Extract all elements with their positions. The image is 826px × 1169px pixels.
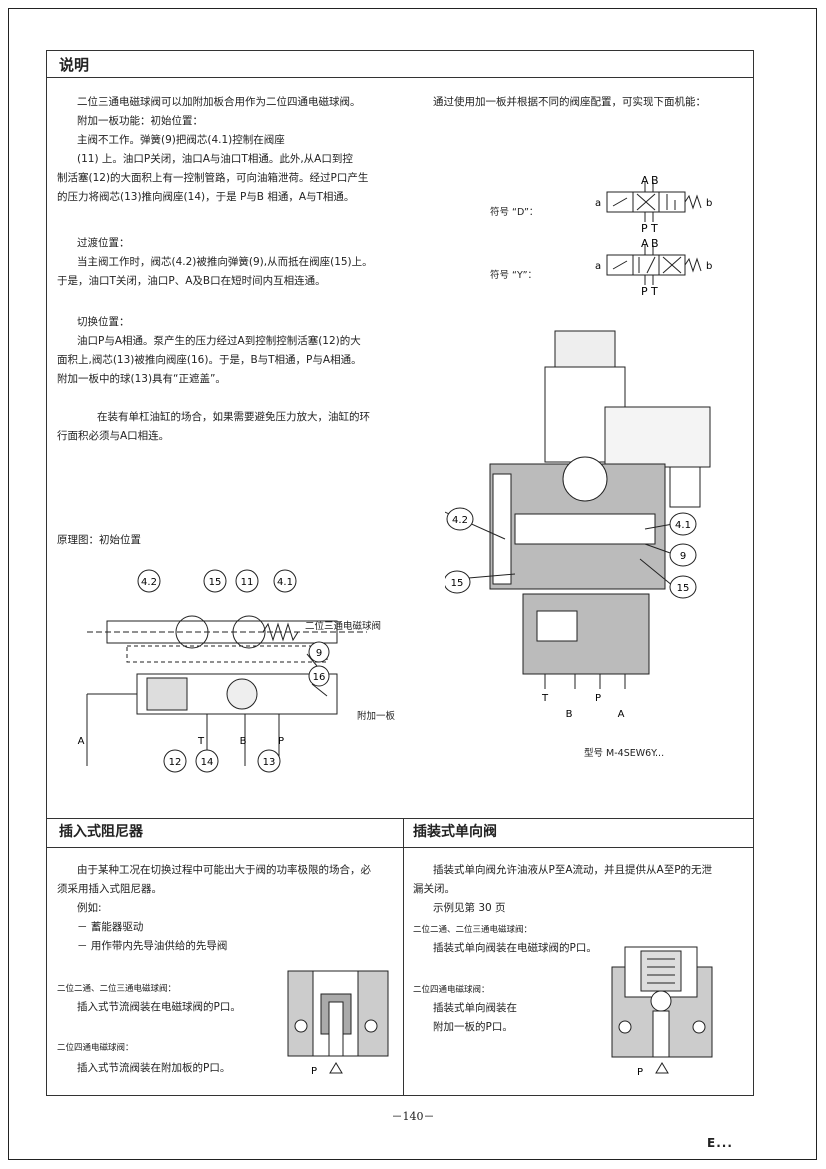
port-label: B <box>566 709 573 720</box>
callout-label: 15 <box>209 577 222 588</box>
text-line: 漏关闭。 <box>413 883 455 895</box>
principle-schematic: 4.2 15 11 4.1 9 16 12 14 13 A T B P <box>78 569 367 773</box>
throttle-drawing: P <box>287 970 389 1077</box>
port-label: B <box>240 736 247 747</box>
symbol-y-label: 符号 “Y”： <box>490 270 537 281</box>
port-label: A <box>78 736 85 747</box>
check-text: 插装式单向阀允许油液从P至A流动，并且提供从A至P的无泄 漏关闭。 示例见第 3… <box>413 861 748 918</box>
throttle-title: 插入式阻尼器 <box>59 824 143 840</box>
text-line: 于是，油口T关闭，油口P、A及B口在短时间内互相连通。 <box>57 275 326 287</box>
text-line: － 蓄能器驱动 <box>77 921 144 933</box>
check-valve-drawing: P <box>611 946 713 1078</box>
text-line: (11) 上。油口P关闭，油口A与油口T相通。此外,从A口到控 <box>77 153 353 165</box>
port-label: P <box>595 693 601 704</box>
callout-label: 16 <box>313 672 326 683</box>
svg-text:T: T <box>650 222 658 234</box>
callout-label: 15 <box>451 578 464 589</box>
text-line: 须采用插入式阻尼器。 <box>57 883 162 895</box>
check-sub2-text2: 附加一板的P口。 <box>433 1021 513 1033</box>
callout-label: 11 <box>241 577 254 588</box>
svg-text:A: A <box>641 176 649 187</box>
text-line: － 用作带内先导油供给的先导阀 <box>77 940 228 952</box>
svg-text:P: P <box>641 222 648 234</box>
text-line: 在装有单杠油缸的场合，如果需要避免压力放大，油缸的环 <box>97 411 370 423</box>
throttle-sub1-text: 插入式节流阀装在电磁球阀的P口。 <box>77 1001 241 1013</box>
port-label: P <box>278 736 284 747</box>
check-sub2: 二位四通电磁球阀： <box>413 985 490 995</box>
svg-text:B: B <box>651 176 659 187</box>
switch-text: 切换位置： 油口P与A相通。泵产生的压力经过A到控制控制活塞(12)的大 面积上… <box>57 313 397 389</box>
transition-text: 过渡位置： 当主阀工作时，阀芯(4.2)被推向弹簧(9),从而抵在阀座(15)上… <box>57 234 397 291</box>
text-line: 主阀不工作。弹簧(9)把阀芯(4.1)控制在阀座 <box>77 134 285 146</box>
callout-label: 12 <box>169 757 182 768</box>
divider <box>47 847 753 848</box>
page-border <box>8 8 817 1160</box>
port-label: T <box>197 736 205 747</box>
svg-text:P: P <box>641 285 648 297</box>
callout-label: 9 <box>316 648 322 659</box>
callout-label: 4.2 <box>141 577 157 588</box>
text-line: 二位三通电磁球阀可以加附加板合用作为二位四通电磁球阀。 <box>77 96 361 108</box>
check-sub1-text: 插装式单向阀装在电磁球阀的P口。 <box>433 942 597 954</box>
section-drawing: 4.2 4.1 9 15 15 T B P A <box>445 330 711 720</box>
symbol-d-label: 符号 “D”： <box>490 207 539 218</box>
text-line: 行面积必须与A口相连。 <box>57 430 170 442</box>
section-title: 说明 <box>59 56 90 74</box>
svg-text:b: b <box>706 198 712 209</box>
label-3way-valve: 二位三通电磁球阀 <box>305 621 382 632</box>
callout-label: 13 <box>263 757 276 768</box>
text-line: 切换位置： <box>77 316 130 328</box>
port-label: T <box>541 693 549 704</box>
callout-label: 14 <box>201 757 214 768</box>
callout-label: 9 <box>680 551 686 562</box>
label-plate: 附加一板 <box>357 711 396 722</box>
svg-text:a: a <box>595 261 601 272</box>
page-number: －140－ <box>391 1110 435 1123</box>
text-line: 由于某种工况在切换过程中可能出大于阀的功率极限的场合，必 <box>77 864 371 876</box>
port-label: A <box>618 709 625 720</box>
model-number: 型号 M-4SEW6Y... <box>584 748 665 759</box>
schematic-title: 原理图：初始位置 <box>57 534 141 546</box>
svg-text:b: b <box>706 261 712 272</box>
check-sub2-text1: 插装式单向阀装在 <box>433 1002 517 1014</box>
section-header: 说明 <box>47 51 753 78</box>
check-valve-title: 插装式单向阀 <box>413 824 497 840</box>
text-line: 例如: <box>77 902 102 914</box>
callout-label: 4.1 <box>675 520 691 531</box>
text-line: 附加一板功能：初始位置： <box>77 115 203 127</box>
divider <box>403 818 404 1096</box>
svg-text:T: T <box>650 285 658 297</box>
intro-text: 二位三通电磁球阀可以加附加板合用作为二位四通电磁球阀。 附加一板功能：初始位置：… <box>57 93 397 207</box>
text-line: 插装式单向阀允许油液从P至A流动，并且提供从A至P的无泄 <box>433 864 713 876</box>
text-line: 面积上,阀芯(13)被推向阀座(16)。于是，B与T相通，P与A相通。 <box>57 354 362 366</box>
symbol-d-diagram: a b A B P T <box>595 176 712 234</box>
right-intro: 通过使用加一板并根据不同的阀座配置，可实现下面机能： <box>433 96 706 108</box>
check-sub1: 二位二通、二位三通电磁球阀： <box>413 925 533 935</box>
text-line: 油口P与A相通。泵产生的压力经过A到控制控制活塞(12)的大 <box>77 335 361 347</box>
text-line: 制活塞(12)的大面积上有一控制管路，可向油箱泄荷。经过P口产生 <box>57 172 369 184</box>
callout-label: 4.1 <box>277 577 293 588</box>
brand-logo: E... <box>707 1136 733 1150</box>
svg-text:B: B <box>651 239 659 250</box>
throttle-sub1: 二位二通、二位三通电磁球阀： <box>57 984 177 994</box>
symbol-y-diagram: a b A B P T <box>595 239 712 297</box>
text-line: 示例见第 30 页 <box>433 902 506 914</box>
callout-label: 15 <box>677 583 690 594</box>
port-label: P <box>637 1067 643 1078</box>
svg-text:a: a <box>595 198 601 209</box>
cylinder-note: 在装有单杠油缸的场合，如果需要避免压力放大，油缸的环 行面积必须与A口相连。 <box>57 408 397 446</box>
throttle-text: 由于某种工况在切换过程中可能出大于阀的功率极限的场合，必 须采用插入式阻尼器。 … <box>57 861 397 956</box>
callout-label: 4.2 <box>452 515 468 526</box>
content-frame: 说明 二位三通电磁球阀可以加附加板合用作为二位四通电磁球阀。 附加一板功能：初始… <box>46 50 754 1096</box>
throttle-sub2-text: 插入式节流阀装在附加板的P口。 <box>77 1062 231 1074</box>
port-label: P <box>311 1066 317 1077</box>
text-line: 的压力将阀芯(13)推向阀座(14)，于是 P与B 相通，A与T相通。 <box>57 191 355 203</box>
divider <box>47 818 753 819</box>
text-line: 过渡位置： <box>77 237 130 249</box>
text-line: 附加一板中的球(13)具有“正遮盖”。 <box>57 373 226 385</box>
throttle-sub2: 二位四通电磁球阀： <box>57 1043 134 1053</box>
text-line: 当主阀工作时，阀芯(4.2)被推向弹簧(9),从而抵在阀座(15)上。 <box>77 256 373 268</box>
svg-text:A: A <box>641 239 649 250</box>
